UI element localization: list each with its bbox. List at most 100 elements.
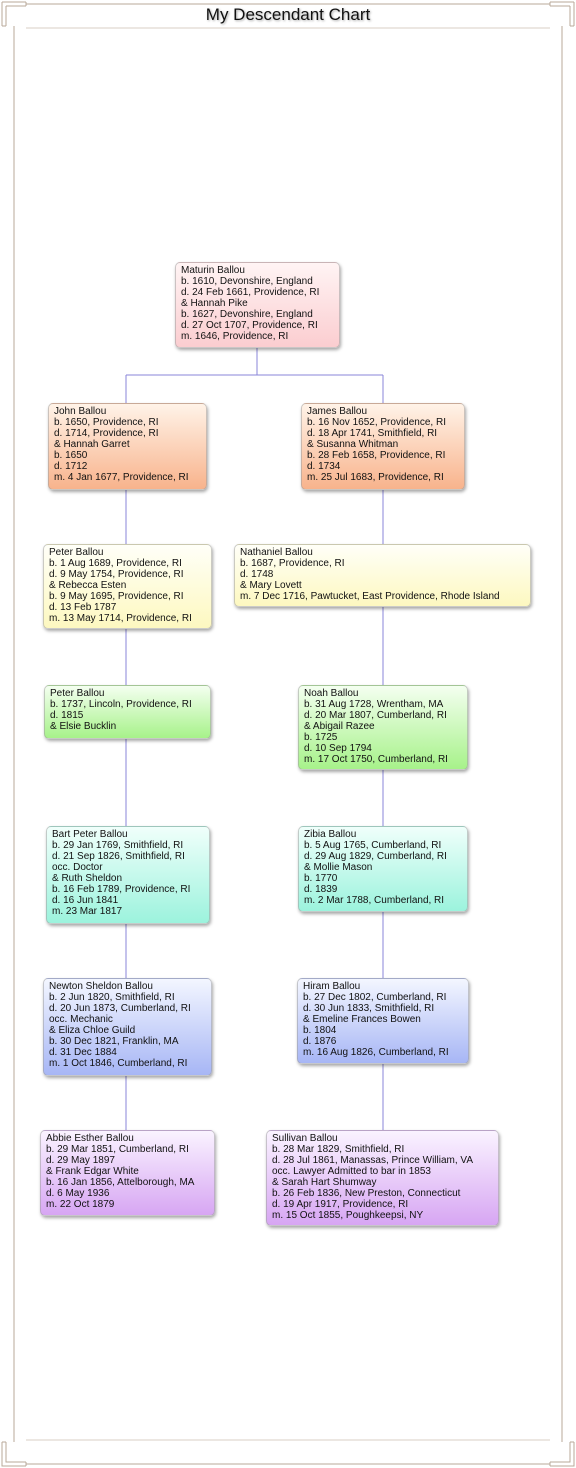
spouse-name: & Elsie Bucklin [50, 721, 117, 732]
person-detail: d. 18 Apr 1741, Smithfield, RI [307, 428, 438, 439]
marriage-detail: m. 1 Oct 1846, Cumberland, RI [49, 1058, 188, 1069]
person-box-james-ballou[interactable]: James Ballou b. 16 Nov 1652, Providence,… [301, 403, 465, 490]
spouse-name: & Rebecca Esten [49, 580, 127, 591]
marriage-detail: m. 23 Mar 1817 [52, 906, 123, 917]
person-box-maturin-ballou[interactable]: Maturin Ballou b. 1610, Devonshire, Engl… [175, 262, 340, 348]
person-name: Noah Ballou [304, 688, 359, 699]
spouse-detail: b. 16 Feb 1789, Providence, RI [52, 884, 191, 895]
person-detail: d. 29 May 1897 [46, 1155, 115, 1166]
spouse-detail: d. 1712 [54, 461, 88, 472]
person-box-sullivan-ballou[interactable]: Sullivan Ballou b. 28 Mar 1829, Smithfie… [266, 1130, 499, 1226]
spouse-name: & Abigail Razee [304, 721, 375, 732]
spouse-detail: d. 1839 [304, 884, 338, 895]
marriage-detail: m. 16 Aug 1826, Cumberland, RI [303, 1047, 449, 1058]
person-detail: b. 29 Mar 1851, Cumberland, RI [46, 1144, 189, 1155]
marriage-detail: m. 17 Oct 1750, Cumberland, RI [304, 754, 448, 765]
spouse-name: & Hannah Garret [54, 439, 130, 450]
spouse-name: & Sarah Hart Shumway [272, 1177, 377, 1188]
spouse-detail: d. 31 Dec 1884 [49, 1047, 117, 1058]
person-detail: d. 21 Sep 1826, Smithfield, RI [52, 851, 185, 862]
person-detail: d. 24 Feb 1661, Providence, RI [181, 287, 320, 298]
person-name: Bart Peter Ballou [52, 829, 128, 840]
person-box-bart-peter-ballou[interactable]: Bart Peter Ballou b. 29 Jan 1769, Smithf… [46, 826, 210, 924]
person-detail: b. 5 Aug 1765, Cumberland, RI [304, 840, 442, 851]
marriage-detail: m. 4 Jan 1677, Providence, RI [54, 472, 189, 483]
spouse-detail: b. 1804 [303, 1025, 337, 1036]
marriage-detail: m. 22 Oct 1879 [46, 1199, 115, 1210]
person-name: Newton Sheldon Ballou [49, 981, 153, 992]
spouse-detail: d. 1876 [303, 1036, 337, 1047]
person-box-john-ballou[interactable]: John Ballou b. 1650, Providence, RI d. 1… [48, 403, 207, 490]
spouse-detail: b. 1650 [54, 450, 88, 461]
person-detail: d. 28 Jul 1861, Manassas, Prince William… [272, 1155, 474, 1166]
person-detail: d. 30 Jun 1833, Smithfield, RI [303, 1003, 435, 1014]
spouse-detail: d. 6 May 1936 [46, 1188, 110, 1199]
person-detail: d. 20 Mar 1807, Cumberland, RI [304, 710, 447, 721]
spouse-detail: d. 16 Jun 1841 [52, 895, 119, 906]
spouse-detail: b. 16 Jan 1856, Attelborough, MA [46, 1177, 195, 1188]
marriage-detail: m. 13 May 1714, Providence, RI [49, 613, 192, 624]
marriage-detail: m. 15 Oct 1855, Poughkeepsi, NY [272, 1210, 424, 1221]
person-box-hiram-ballou[interactable]: Hiram Ballou b. 27 Dec 1802, Cumberland,… [297, 978, 469, 1064]
person-name: Abbie Esther Ballou [46, 1133, 134, 1144]
spouse-detail: d. 27 Oct 1707, Providence, RI [181, 320, 318, 331]
person-occupation: occ. Doctor [52, 862, 103, 873]
spouse-detail: d. 10 Sep 1794 [304, 743, 372, 754]
person-box-peter-ballou-1689[interactable]: Peter Ballou b. 1 Aug 1689, Providence, … [43, 544, 212, 629]
person-name: Nathaniel Ballou [240, 547, 313, 558]
person-detail: b. 31 Aug 1728, Wrentham, MA [304, 699, 444, 710]
person-detail: d. 1714, Providence, RI [54, 428, 159, 439]
spouse-detail: d. 13 Feb 1787 [49, 602, 117, 613]
spouse-name: & Mary Lovett [240, 580, 302, 591]
spouse-detail: b. 1627, Devonshire, England [181, 309, 313, 320]
person-box-abbie-esther-ballou[interactable]: Abbie Esther Ballou b. 29 Mar 1851, Cumb… [40, 1130, 215, 1216]
person-detail: b. 1 Aug 1689, Providence, RI [49, 558, 182, 569]
person-name: Zibia Ballou [304, 829, 357, 840]
person-box-nathaniel-ballou[interactable]: Nathaniel Ballou b. 1687, Providence, RI… [234, 544, 531, 607]
spouse-detail: b. 1770 [304, 873, 338, 884]
person-name: James Ballou [307, 406, 368, 417]
spouse-name: & Emeline Frances Bowen [303, 1014, 421, 1025]
person-detail: d. 1748 [240, 569, 274, 580]
spouse-detail: b. 26 Feb 1836, New Preston, Connecticut [272, 1188, 461, 1199]
spouse-detail: b. 1725 [304, 732, 338, 743]
person-name: John Ballou [54, 406, 107, 417]
spouse-name: & Ruth Sheldon [52, 873, 123, 884]
connector-maturin-children [125, 348, 384, 403]
person-detail: d. 1815 [50, 710, 84, 721]
person-name: Peter Ballou [50, 688, 105, 699]
person-detail: d. 9 May 1754, Providence, RI [49, 569, 184, 580]
person-box-zibia-ballou[interactable]: Zibia Ballou b. 5 Aug 1765, Cumberland, … [298, 826, 468, 912]
person-occupation: occ. Lawyer Admitted to bar in 1853 [272, 1166, 431, 1177]
person-name: Hiram Ballou [303, 981, 361, 992]
spouse-name: & Mollie Mason [304, 862, 373, 873]
person-detail: b. 16 Nov 1652, Providence, RI [307, 417, 446, 428]
person-name: Peter Ballou [49, 547, 104, 558]
person-detail: b. 1737, Lincoln, Providence, RI [50, 699, 192, 710]
person-box-peter-ballou-1737[interactable]: Peter Ballou b. 1737, Lincoln, Providenc… [44, 685, 211, 739]
person-detail: b. 27 Dec 1802, Cumberland, RI [303, 992, 447, 1003]
person-box-newton-sheldon-ballou[interactable]: Newton Sheldon Ballou b. 2 Jun 1820, Smi… [43, 978, 212, 1076]
spouse-name: & Frank Edgar White [46, 1166, 139, 1177]
marriage-detail: m. 25 Jul 1683, Providence, RI [307, 472, 444, 483]
spouse-detail: b. 9 May 1695, Providence, RI [49, 591, 184, 602]
marriage-detail: m. 7 Dec 1716, Pawtucket, East Providenc… [240, 591, 500, 602]
marriage-detail: m. 1646, Providence, RI [181, 331, 289, 342]
person-box-noah-ballou[interactable]: Noah Ballou b. 31 Aug 1728, Wrentham, MA… [298, 685, 468, 770]
spouse-name: & Hannah Pike [181, 298, 248, 309]
person-occupation: occ. Mechanic [49, 1014, 113, 1025]
person-detail: b. 1650, Providence, RI [54, 417, 159, 428]
person-detail: b. 28 Mar 1829, Smithfield, RI [272, 1144, 405, 1155]
spouse-detail: d. 1734 [307, 461, 341, 472]
marriage-detail: m. 2 Mar 1788, Cumberland, RI [304, 895, 445, 906]
person-detail: d. 29 Aug 1829, Cumberland, RI [304, 851, 447, 862]
spouse-name: & Eliza Chloe Guild [49, 1025, 136, 1036]
person-detail: b. 1687, Providence, RI [240, 558, 345, 569]
person-detail: d. 20 Jun 1873, Cumberland, RI [49, 1003, 191, 1014]
person-detail: b. 2 Jun 1820, Smithfield, RI [49, 992, 175, 1003]
spouse-detail: d. 19 Apr 1917, Providence, RI [272, 1199, 409, 1210]
person-name: Maturin Ballou [181, 265, 245, 276]
person-detail: b. 29 Jan 1769, Smithfield, RI [52, 840, 184, 851]
